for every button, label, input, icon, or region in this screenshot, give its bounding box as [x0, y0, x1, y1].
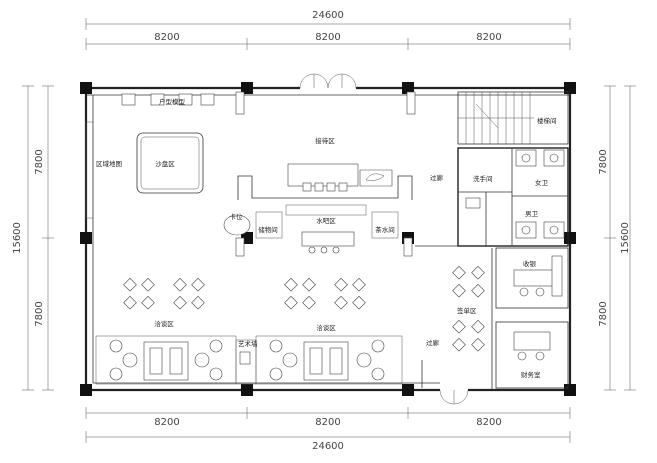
model-zone: 户型模型 [121, 93, 215, 106]
water-bar-label: 水吧区 [316, 216, 336, 225]
booth-label: 卡位 [230, 212, 244, 221]
stairwell: 楼梯间 [457, 91, 569, 145]
negotiation-right-label: 洽谈区 [316, 323, 336, 332]
signing-label: 签单区 [457, 306, 477, 315]
main-entrance-door [299, 73, 357, 89]
signing-zone: 签单区 [452, 265, 485, 352]
finance-label: 财务室 [521, 370, 541, 379]
negotiation-left-label: 洽谈区 [154, 319, 174, 328]
left-dimensions: 15600 7800 7800 [12, 85, 54, 391]
model-area-label: 户型模型 [159, 97, 186, 106]
bottom-span-1: 8200 [154, 417, 179, 428]
art-wall-label: 艺术墙 [238, 339, 258, 348]
bottom-span-3: 8200 [476, 417, 501, 428]
art-wall: 艺术墙 [235, 339, 258, 385]
sand-table-label: 沙盘区 [155, 159, 175, 168]
reception-desk: 接待区 [235, 91, 416, 192]
bottom-dimensions: 8200 8200 8200 24600 [85, 407, 571, 452]
right-total-dim: 15600 [620, 222, 631, 254]
top-span-3: 8200 [476, 32, 501, 43]
reception-label: 接待区 [315, 136, 335, 145]
male-wc-label: 男卫 [525, 210, 539, 218]
tea-room-label: 茶水间 [375, 225, 395, 234]
finance-room: 财务室 [495, 321, 569, 389]
top-total-dim: 24600 [312, 10, 344, 21]
top-span-2: 8200 [315, 32, 340, 43]
wash-label: 洗手间 [473, 174, 493, 183]
bottom-exit-door [439, 389, 469, 405]
left-total-dim: 15600 [12, 222, 23, 254]
regional-map-label: 区域地图 [96, 159, 122, 168]
stair-label: 楼梯间 [537, 116, 557, 125]
right-span-1: 7800 [598, 149, 609, 174]
right-dimensions: 7800 7800 15600 [598, 85, 636, 391]
water-bar-zone: 水吧区 储物间 茶水间 卡位 [223, 175, 413, 257]
storage-label: 储物间 [258, 225, 278, 234]
corridor-label-2: 过廊 [426, 338, 440, 347]
top-span-1: 8200 [154, 32, 179, 43]
right-span-2: 7800 [598, 301, 609, 326]
corridor-label: 过廊 [430, 173, 444, 182]
bottom-span-2: 8200 [315, 417, 340, 428]
regional-map-wall: 区域地图 [85, 121, 122, 219]
bottom-total-dim: 24600 [312, 441, 344, 452]
lounge-right [255, 335, 403, 385]
sand-table: 沙盘区 [136, 132, 204, 194]
left-span-2: 7800 [34, 301, 45, 326]
cashier-label: 收银 [523, 259, 537, 268]
female-wc-label: 女卫 [535, 178, 549, 187]
cashier-room: 收银 [495, 247, 569, 309]
top-dimensions: 24600 8200 8200 8200 [85, 10, 571, 50]
left-span-1: 7800 [34, 149, 45, 174]
lounge-left [95, 335, 237, 385]
structural-columns [80, 82, 576, 396]
restroom-block: 洗手间 女卫 男卫 [457, 147, 569, 247]
interior-partitions [415, 245, 493, 390]
negotiation-tables: 洽谈区 洽谈区 [123, 277, 366, 332]
